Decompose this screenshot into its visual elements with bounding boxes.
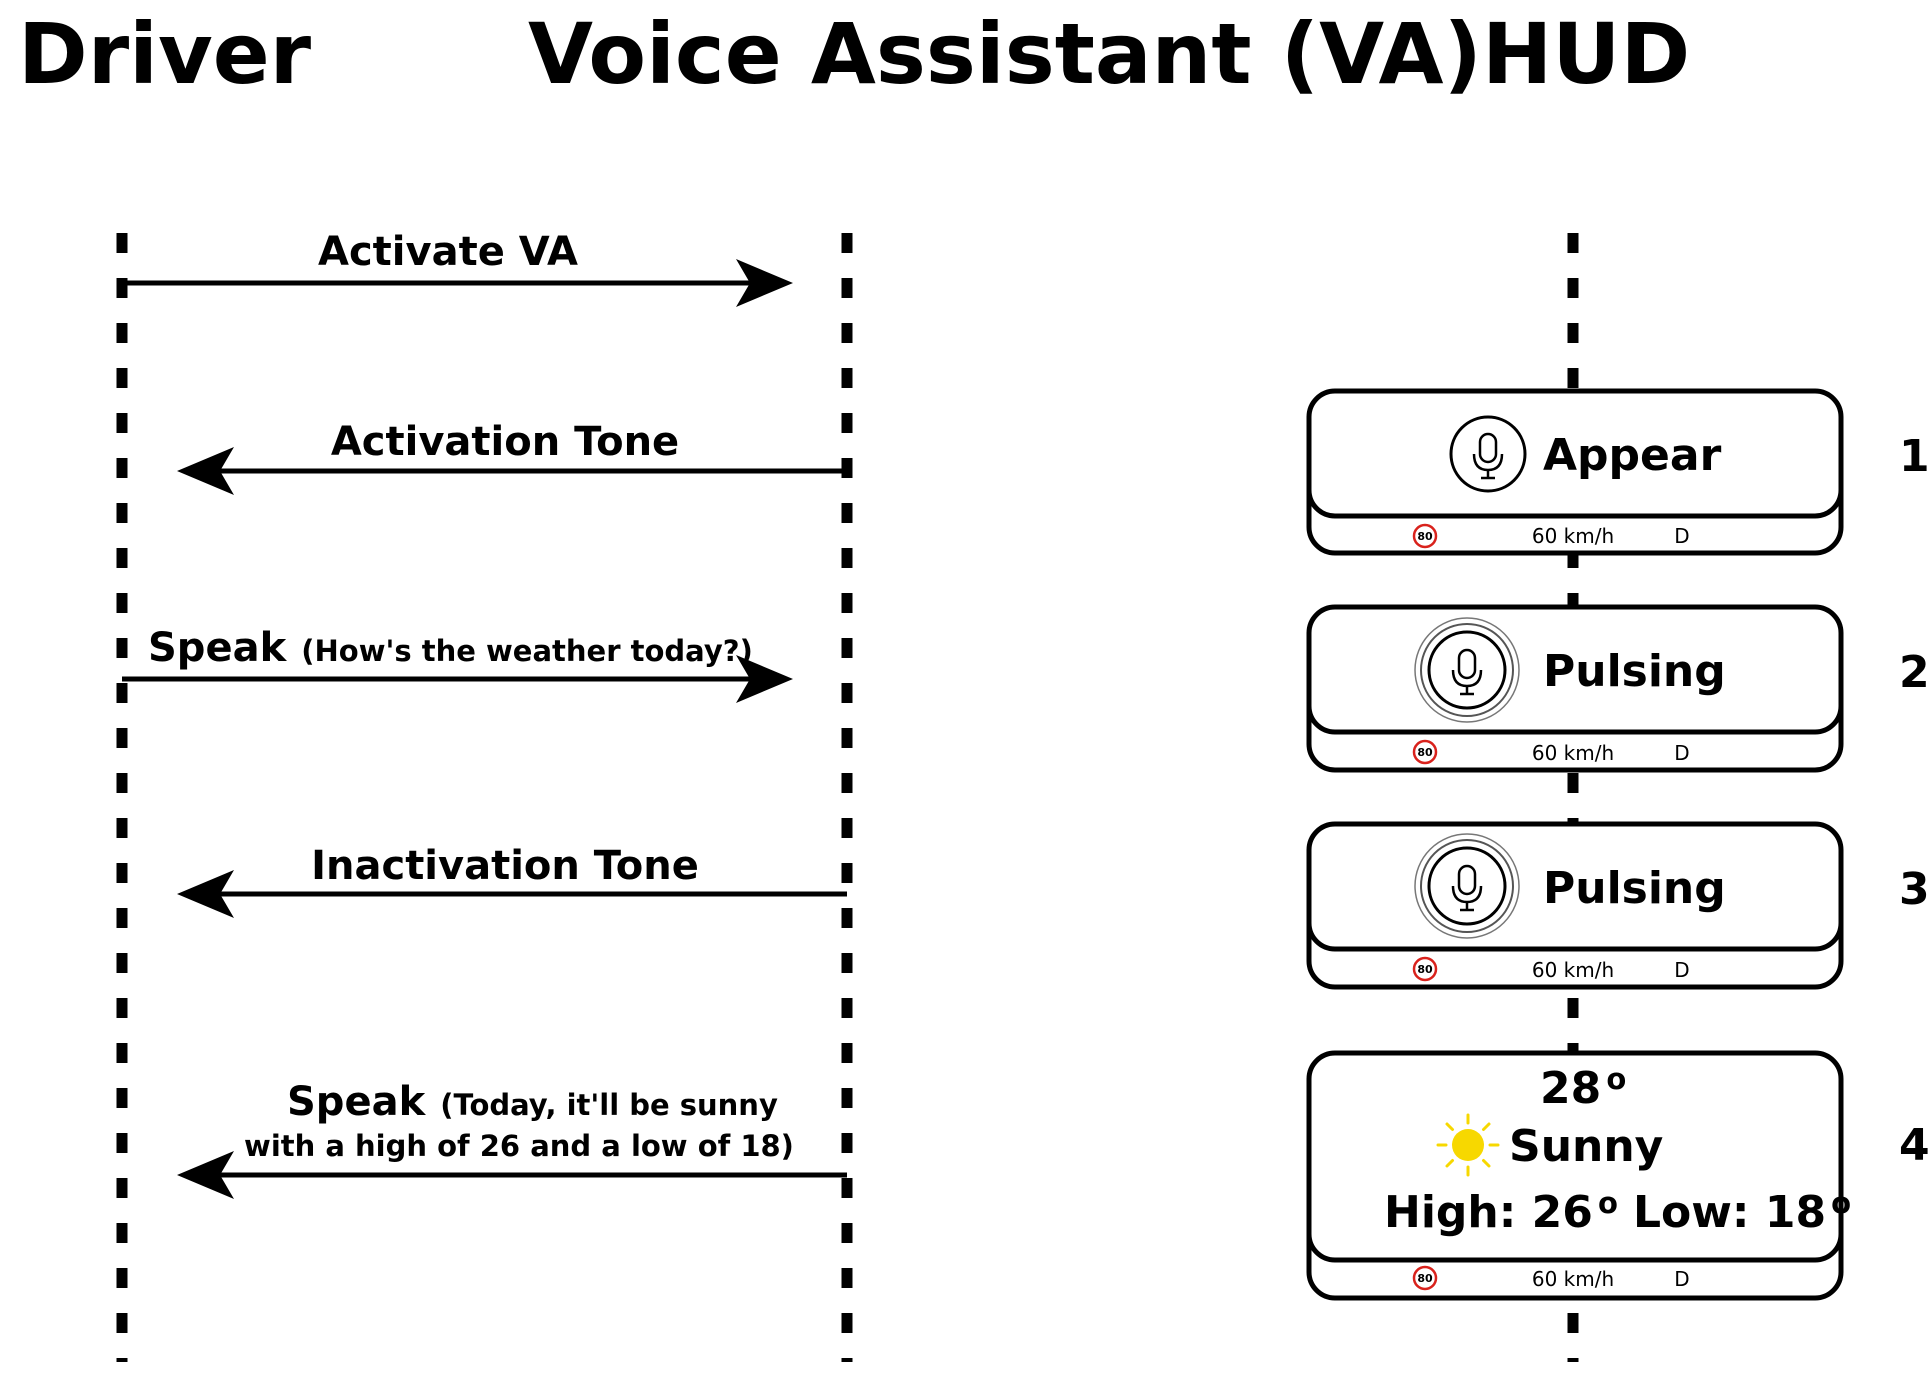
speed-readout: 60 km/h [1532,741,1614,765]
hud-state-label: Appear [1543,430,1722,481]
speed-limit-sign-icon: 80 [1412,956,1438,982]
arrowhead-left-icon [177,870,234,918]
speed-limit-value: 80 [1417,1272,1433,1285]
step-number: 1 [1899,431,1930,482]
message-main: Speak [287,1079,427,1125]
speed-readout: 60 km/h [1532,1267,1614,1291]
sun-icon [1436,1113,1500,1177]
speed-limit-sign-icon: 80 [1412,1265,1438,1291]
hud-panel-weather: 28 o Sunny High: 26 o Low: 18 o [1306,1050,1930,1301]
temperature: 28 o [1540,1062,1626,1114]
voice-assistant-header: Voice Assistant (VA) [528,5,1482,103]
speed-limit-sign-icon: 80 [1412,523,1438,549]
message-activation-tone: Activation Tone [177,419,847,495]
hud-display [1306,388,1844,519]
arrowhead-right-icon [736,259,793,307]
message-activate-va: Activate VA [122,229,793,307]
message-detail: (Today, it'll be sunny [440,1088,778,1122]
microphone-pulsing-icon [1414,617,1520,723]
message-speak-answer: Speak (Today, it'll be sunny with a high… [177,1079,847,1199]
hud-state-label: Pulsing [1543,863,1726,914]
step-number: 3 [1899,864,1930,915]
arrowhead-left-icon [177,447,234,495]
gear-indicator: D [1674,1267,1689,1291]
degree-symbol: o [1606,1062,1626,1096]
degree-symbol: o [1831,1186,1851,1220]
step-number: 2 [1899,647,1930,698]
weather-condition: Sunny [1509,1121,1663,1172]
arrowhead-left-icon [177,1151,234,1199]
low-temperature: Low: 18 [1633,1187,1826,1238]
speed-readout: 60 km/h [1532,958,1614,982]
speed-limit-sign-icon: 80 [1412,739,1438,765]
speed-limit-value: 80 [1417,530,1433,543]
message-main: Speak [148,625,288,671]
driver-header: Driver [18,5,312,103]
message-label: Speak (Today, it'll be sunny [287,1079,778,1125]
speed-limit-value: 80 [1417,963,1433,976]
temperature-value: 28 [1540,1063,1601,1114]
hud-display [1306,1050,1844,1263]
message-label: Speak (How's the weather today?) [148,625,753,671]
message-label: Activate VA [318,229,578,275]
step-number: 4 [1899,1120,1930,1171]
gear-indicator: D [1674,958,1689,982]
arrowhead-right-icon [736,655,793,703]
hud-header: HUD [1482,5,1690,103]
microphone-icon [1449,415,1527,493]
message-label: Activation Tone [331,419,679,465]
hud-panel-appear: Appear 80 60 km/h D 1 [1306,388,1930,556]
hud-panel-pulsing-2: Pulsing 80 60 km/h D 3 [1306,821,1930,990]
speed-limit-value: 80 [1417,746,1433,759]
gear-indicator: D [1674,524,1689,548]
message-detail: (How's the weather today?) [301,634,753,668]
speed-readout: 60 km/h [1532,524,1614,548]
hud-state-label: Pulsing [1543,646,1726,697]
gear-indicator: D [1674,741,1689,765]
high-low-temperatures: High: 26 o Low: 18 o [1384,1186,1851,1238]
message-speak-question: Speak (How's the weather today?) [122,625,793,703]
message-label: Inactivation Tone [311,843,699,889]
message-inactivation-tone: Inactivation Tone [177,843,847,918]
hud-panel-pulsing-1: Pulsing 80 60 km/h D 2 [1306,604,1930,773]
message-detail-line2: with a high of 26 and a low of 18) [244,1129,794,1163]
high-temperature: High: 26 [1384,1187,1593,1238]
microphone-pulsing-icon [1414,833,1520,939]
degree-symbol: o [1598,1186,1618,1220]
